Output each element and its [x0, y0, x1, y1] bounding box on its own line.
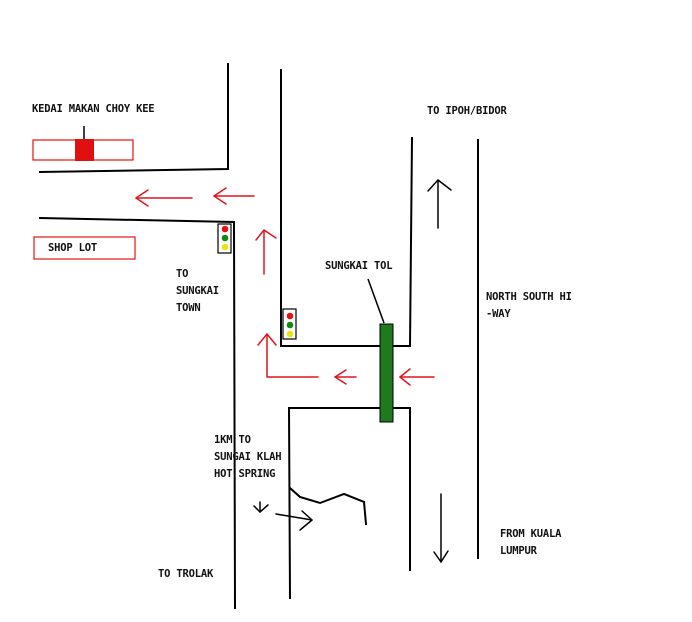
- black-direction-arrows: [253, 179, 452, 563]
- shop-lot-label: SHOP LOT: [48, 242, 97, 254]
- north-south-line-1: NORTH SOUTH HI: [486, 291, 572, 303]
- arrow-from-kl: [433, 493, 449, 563]
- to-ipoh-label: TO IPOH/BIDOR: [427, 105, 507, 117]
- road-upper-left: [38, 63, 229, 174]
- shop-lot-building: [33, 236, 136, 260]
- from-kl-line-2: LUMPUR: [500, 545, 537, 557]
- restaurant-label: KEDAI MAKAN CHOY KEE: [32, 103, 155, 115]
- traffic-light-icon: [217, 223, 232, 254]
- hot-spring-line-3: HOT SPRING: [214, 468, 276, 480]
- hot-spring-label: 1KM TO SUNGAI KLAH HOT SPRING: [214, 432, 282, 483]
- hot-spring-line-2: SUNGAI KLAH: [214, 451, 282, 463]
- to-sungkai-town-label: TO SUNGKAI TOWN: [176, 266, 219, 317]
- arrow-west-4: [399, 368, 435, 386]
- road-upper-right: [280, 69, 383, 347]
- toll-pointer: [367, 278, 385, 324]
- arrow-to-ipoh: [427, 179, 452, 229]
- red-direction-arrows: [135, 187, 435, 386]
- arrow-west-1: [135, 189, 193, 207]
- from-kl-line-1: FROM KUALA: [500, 528, 562, 540]
- traffic-light-icon: [282, 308, 297, 340]
- road-east-lower: [392, 407, 411, 571]
- road-west-lower-edge: [38, 216, 237, 610]
- to-trolak-label: TO TROLAK: [158, 568, 214, 580]
- arrow-north: [255, 229, 277, 275]
- arrow-west-2: [213, 187, 255, 205]
- road-hot-spring-curve: [288, 486, 368, 526]
- restaurant-marker-icon: [75, 139, 94, 161]
- to-sungkai-town-line-1: TO: [176, 268, 189, 280]
- road-toll-exit-edge: [392, 136, 414, 347]
- from-kl-label: FROM KUALA LUMPUR: [500, 526, 561, 560]
- arrow-turn-north: [257, 333, 319, 378]
- to-sungkai-town-line-3: TOWN: [176, 302, 201, 314]
- north-south-highway-label: NORTH SOUTH HI -WAY: [486, 289, 572, 323]
- hot-spring-line-1: 1KM TO: [214, 434, 251, 446]
- to-sungkai-town-line-2: SUNGKAI: [176, 285, 219, 297]
- north-south-line-2: -WAY: [486, 308, 511, 320]
- arrow-hot-spring-right: [275, 510, 313, 531]
- sungkai-toll-label: SUNGKAI TOL: [325, 260, 393, 272]
- arrow-west-3: [334, 369, 357, 385]
- roads: [38, 63, 479, 610]
- toll-booth-icon: [379, 323, 394, 423]
- road-toll-lower-edge: [287, 407, 381, 600]
- arrow-hot-spring-down: [253, 501, 269, 513]
